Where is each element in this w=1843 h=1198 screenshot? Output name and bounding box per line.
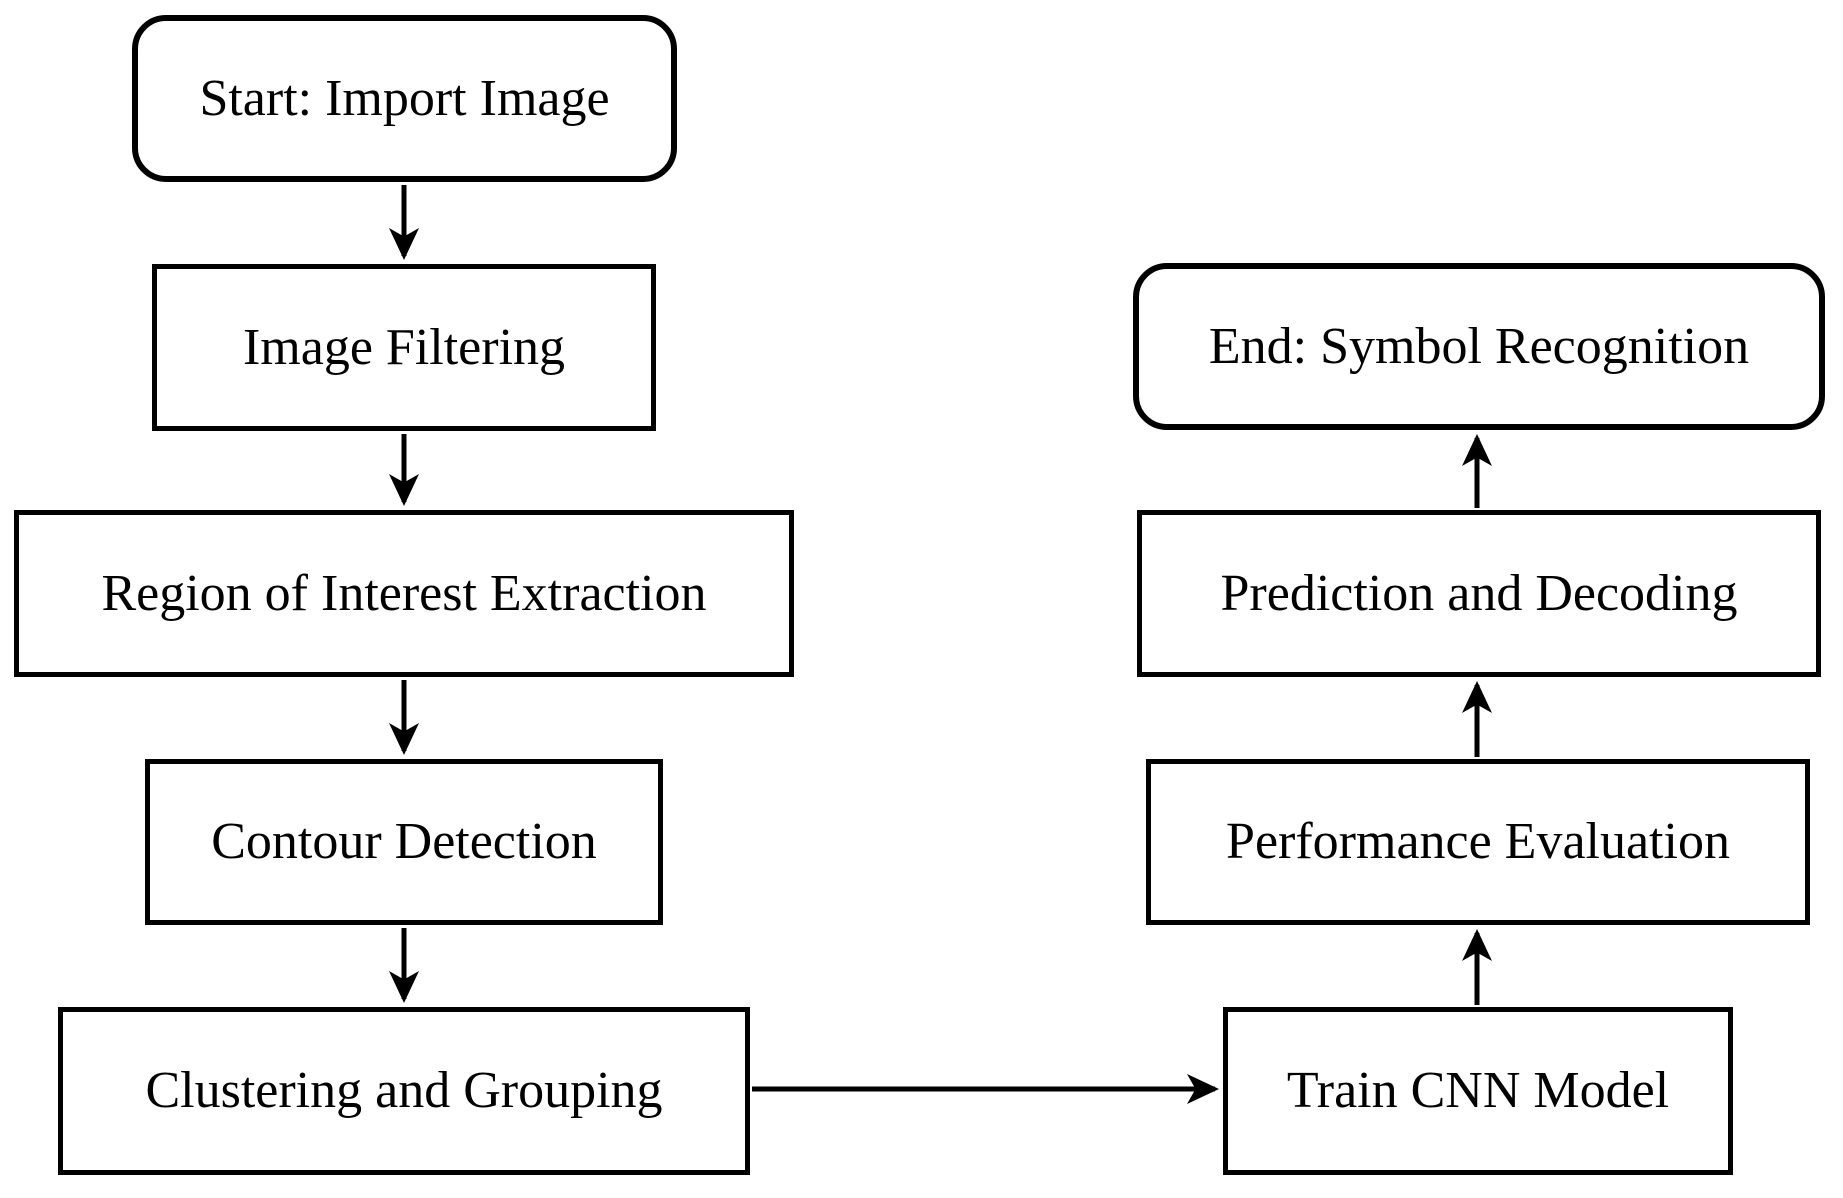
node-clustering-grouping-label: Clustering and Grouping	[145, 1062, 663, 1120]
node-train-cnn: Train CNN Model	[1223, 1007, 1733, 1175]
node-clustering-grouping: Clustering and Grouping	[58, 1007, 750, 1175]
node-image-filtering-label: Image Filtering	[242, 318, 566, 376]
node-start-label: Start: Import Image	[199, 69, 610, 127]
node-contour-detection-label: Contour Detection	[211, 813, 597, 871]
node-performance-evaluation: Performance Evaluation	[1146, 759, 1810, 925]
node-image-filtering: Image Filtering	[152, 264, 656, 431]
node-end-label: End: Symbol Recognition	[1208, 317, 1750, 375]
node-start: Start: Import Image	[132, 15, 677, 182]
node-roi-extraction: Region of Interest Extraction	[14, 510, 794, 677]
node-roi-extraction-label: Region of Interest Extraction	[101, 564, 707, 622]
node-prediction-decoding: Prediction and Decoding	[1137, 510, 1821, 677]
node-train-cnn-label: Train CNN Model	[1286, 1062, 1670, 1120]
node-performance-evaluation-label: Performance Evaluation	[1226, 813, 1730, 871]
node-end: End: Symbol Recognition	[1133, 263, 1825, 430]
node-prediction-decoding-label: Prediction and Decoding	[1220, 564, 1738, 622]
node-contour-detection: Contour Detection	[145, 759, 663, 925]
